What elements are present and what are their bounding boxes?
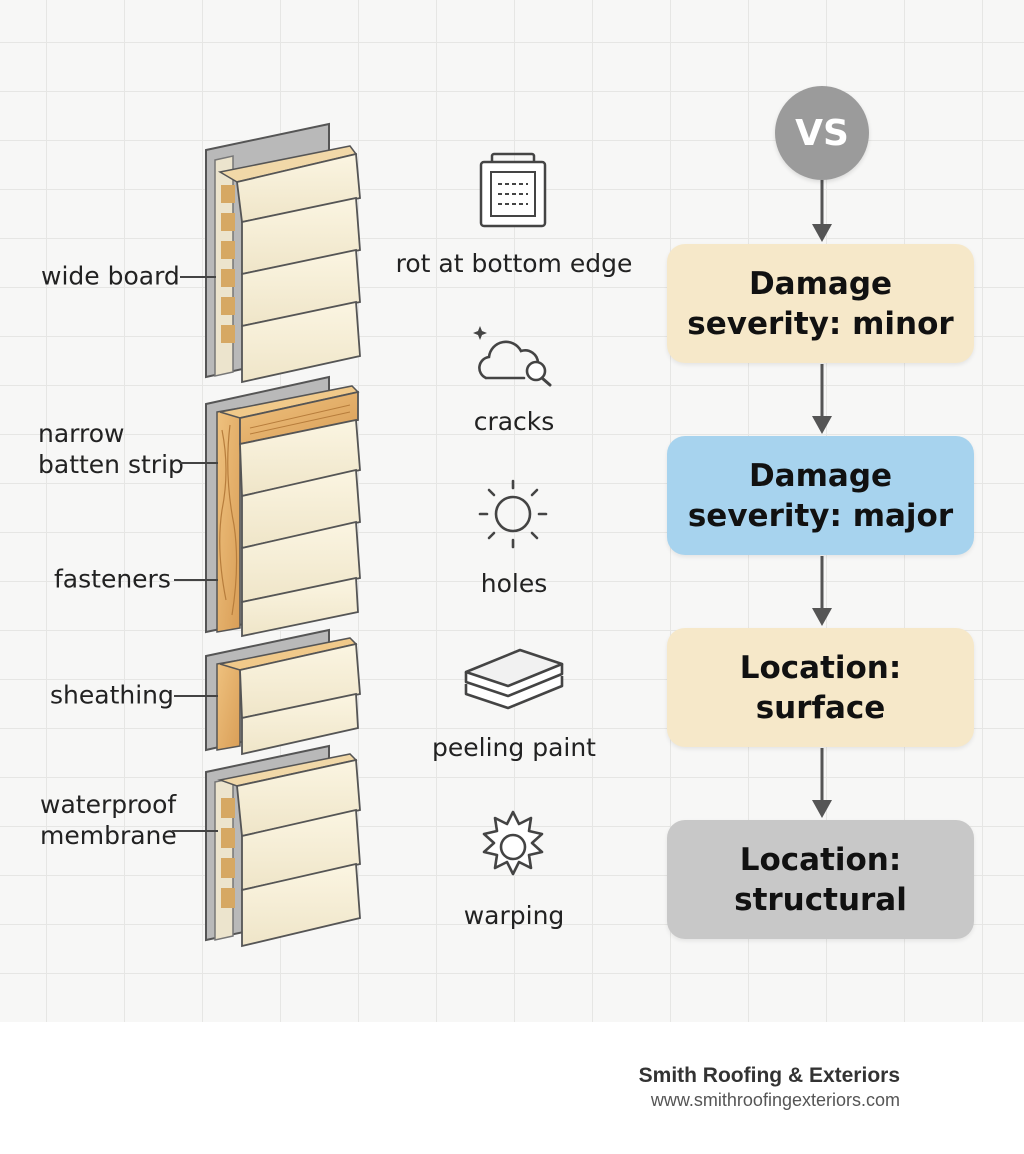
leader-line: [180, 276, 216, 278]
gear-icon: [472, 806, 554, 892]
layer-label-wide-board: wide board: [41, 261, 180, 291]
footer-website-url: www.smithroofingexteriors.com: [650, 1090, 900, 1110]
layer-label-fasteners: fasteners: [54, 564, 171, 594]
flow-box-damage-severity-minor: Damage severity: minor: [667, 244, 974, 363]
cloud-search-icon: [472, 322, 556, 392]
layer-label-waterproof-membrane: waterproof membrane: [40, 790, 177, 850]
stacked-layers-icon: [462, 644, 566, 716]
flow-arrows: [812, 180, 832, 818]
flow-box-location-surface: Location: surface: [667, 628, 974, 747]
siding-panel-1: [205, 122, 361, 384]
siding-illustration: [205, 122, 832, 948]
issue-label-rot-at-bottom-edge: rot at bottom edge: [395, 249, 633, 278]
framed-panel-icon: [478, 152, 548, 232]
layer-label-narrow-batten-strip: narrow batten strip: [38, 419, 184, 479]
flow-box-damage-severity-major: Damage severity: major: [667, 436, 974, 555]
sun-icon: [475, 478, 551, 554]
issue-label-holes: holes: [480, 569, 548, 598]
flow-box-location-structural: Location: structural: [667, 820, 974, 939]
issue-label-peeling-paint: peeling paint: [432, 733, 596, 762]
layer-label-sheathing: sheathing: [50, 680, 174, 710]
issue-label-warping: warping: [463, 901, 565, 930]
issue-label-cracks: cracks: [473, 407, 555, 436]
siding-panel-4: [205, 744, 361, 948]
leader-line: [172, 830, 218, 832]
leader-line: [180, 462, 218, 464]
vs-node: VS: [775, 86, 869, 180]
footer-company-name: Smith Roofing & Exteriors: [638, 1064, 900, 1087]
siding-panel-2: [205, 375, 361, 638]
leader-line: [174, 579, 218, 581]
siding-panel-3: [205, 628, 361, 756]
leader-line: [174, 695, 218, 697]
